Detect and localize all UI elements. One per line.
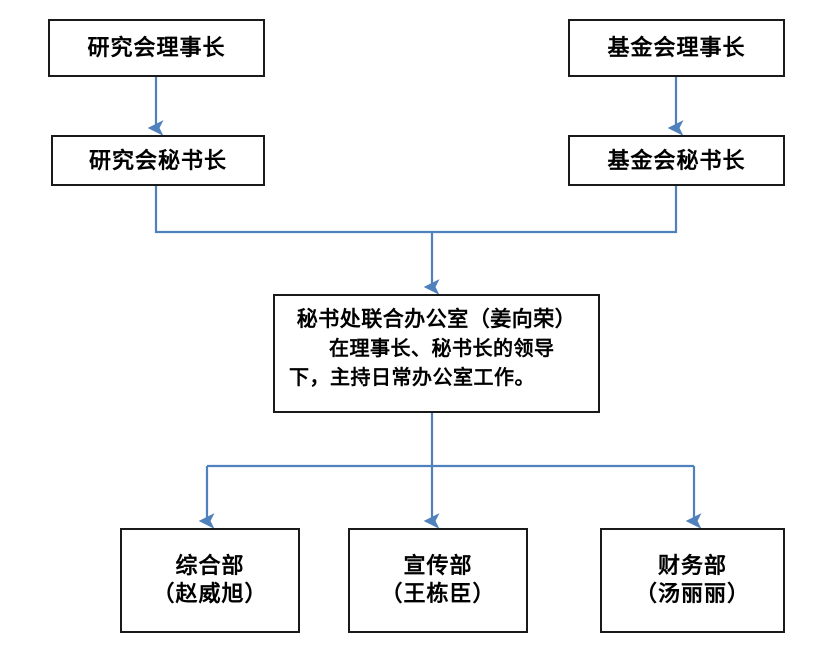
node-research-secretary-general[interactable]: 研究会秘书长 [51, 135, 265, 186]
node-research-chair-label: 研究会理事长 [87, 35, 226, 61]
node-research-secretary-general-label: 研究会秘书长 [88, 147, 227, 173]
node-department-general[interactable]: 综合部 （赵威旭） [120, 528, 300, 633]
node-department-finance-label: 财务部 [657, 553, 727, 579]
node-department-publicity-label: 宣传部 [403, 553, 473, 579]
node-department-publicity[interactable]: 宣传部 （王栋臣） [348, 528, 528, 633]
node-joint-office[interactable]: 秘书处联合办公室（姜向荣） 在理事长、秘书长的领导下，主持日常办公室工作。 [273, 294, 600, 413]
node-fund-chair-label: 基金会理事长 [607, 35, 746, 61]
node-fund-chair[interactable]: 基金会理事长 [568, 19, 785, 77]
node-department-finance-person: （汤丽丽） [634, 580, 750, 606]
connector-joint-office-to-departments [198, 413, 702, 529]
node-joint-office-heading: 秘书处联合办公室（姜向荣） [296, 307, 577, 331]
node-fund-secretary-general-label: 基金会秘书长 [607, 147, 746, 173]
node-department-general-label: 综合部 [175, 553, 245, 579]
node-joint-office-body: 在理事长、秘书长的领导下，主持日常办公室工作。 [289, 338, 555, 390]
connector-secretaries-to-joint-office [154, 186, 678, 295]
node-department-finance[interactable]: 财务部 （汤丽丽） [600, 528, 785, 633]
node-fund-secretary-general[interactable]: 基金会秘书长 [568, 135, 785, 186]
node-department-general-person: （赵威旭） [152, 580, 268, 606]
node-department-publicity-person: （王栋臣） [380, 580, 496, 606]
node-research-chair[interactable]: 研究会理事长 [48, 19, 265, 77]
